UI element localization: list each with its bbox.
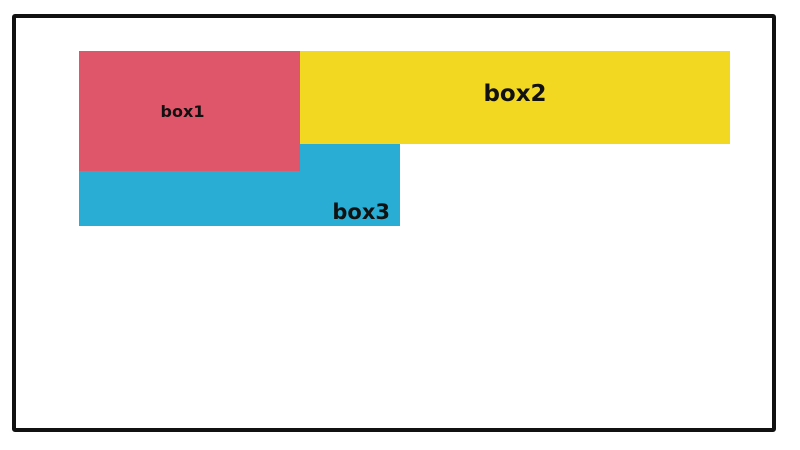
box-2-label: box2 bbox=[483, 80, 547, 107]
box-2: box2 bbox=[300, 51, 730, 144]
box-3-label: box3 bbox=[332, 200, 390, 224]
box-1: box1 bbox=[79, 51, 300, 171]
box-1-label: box1 bbox=[160, 101, 205, 121]
